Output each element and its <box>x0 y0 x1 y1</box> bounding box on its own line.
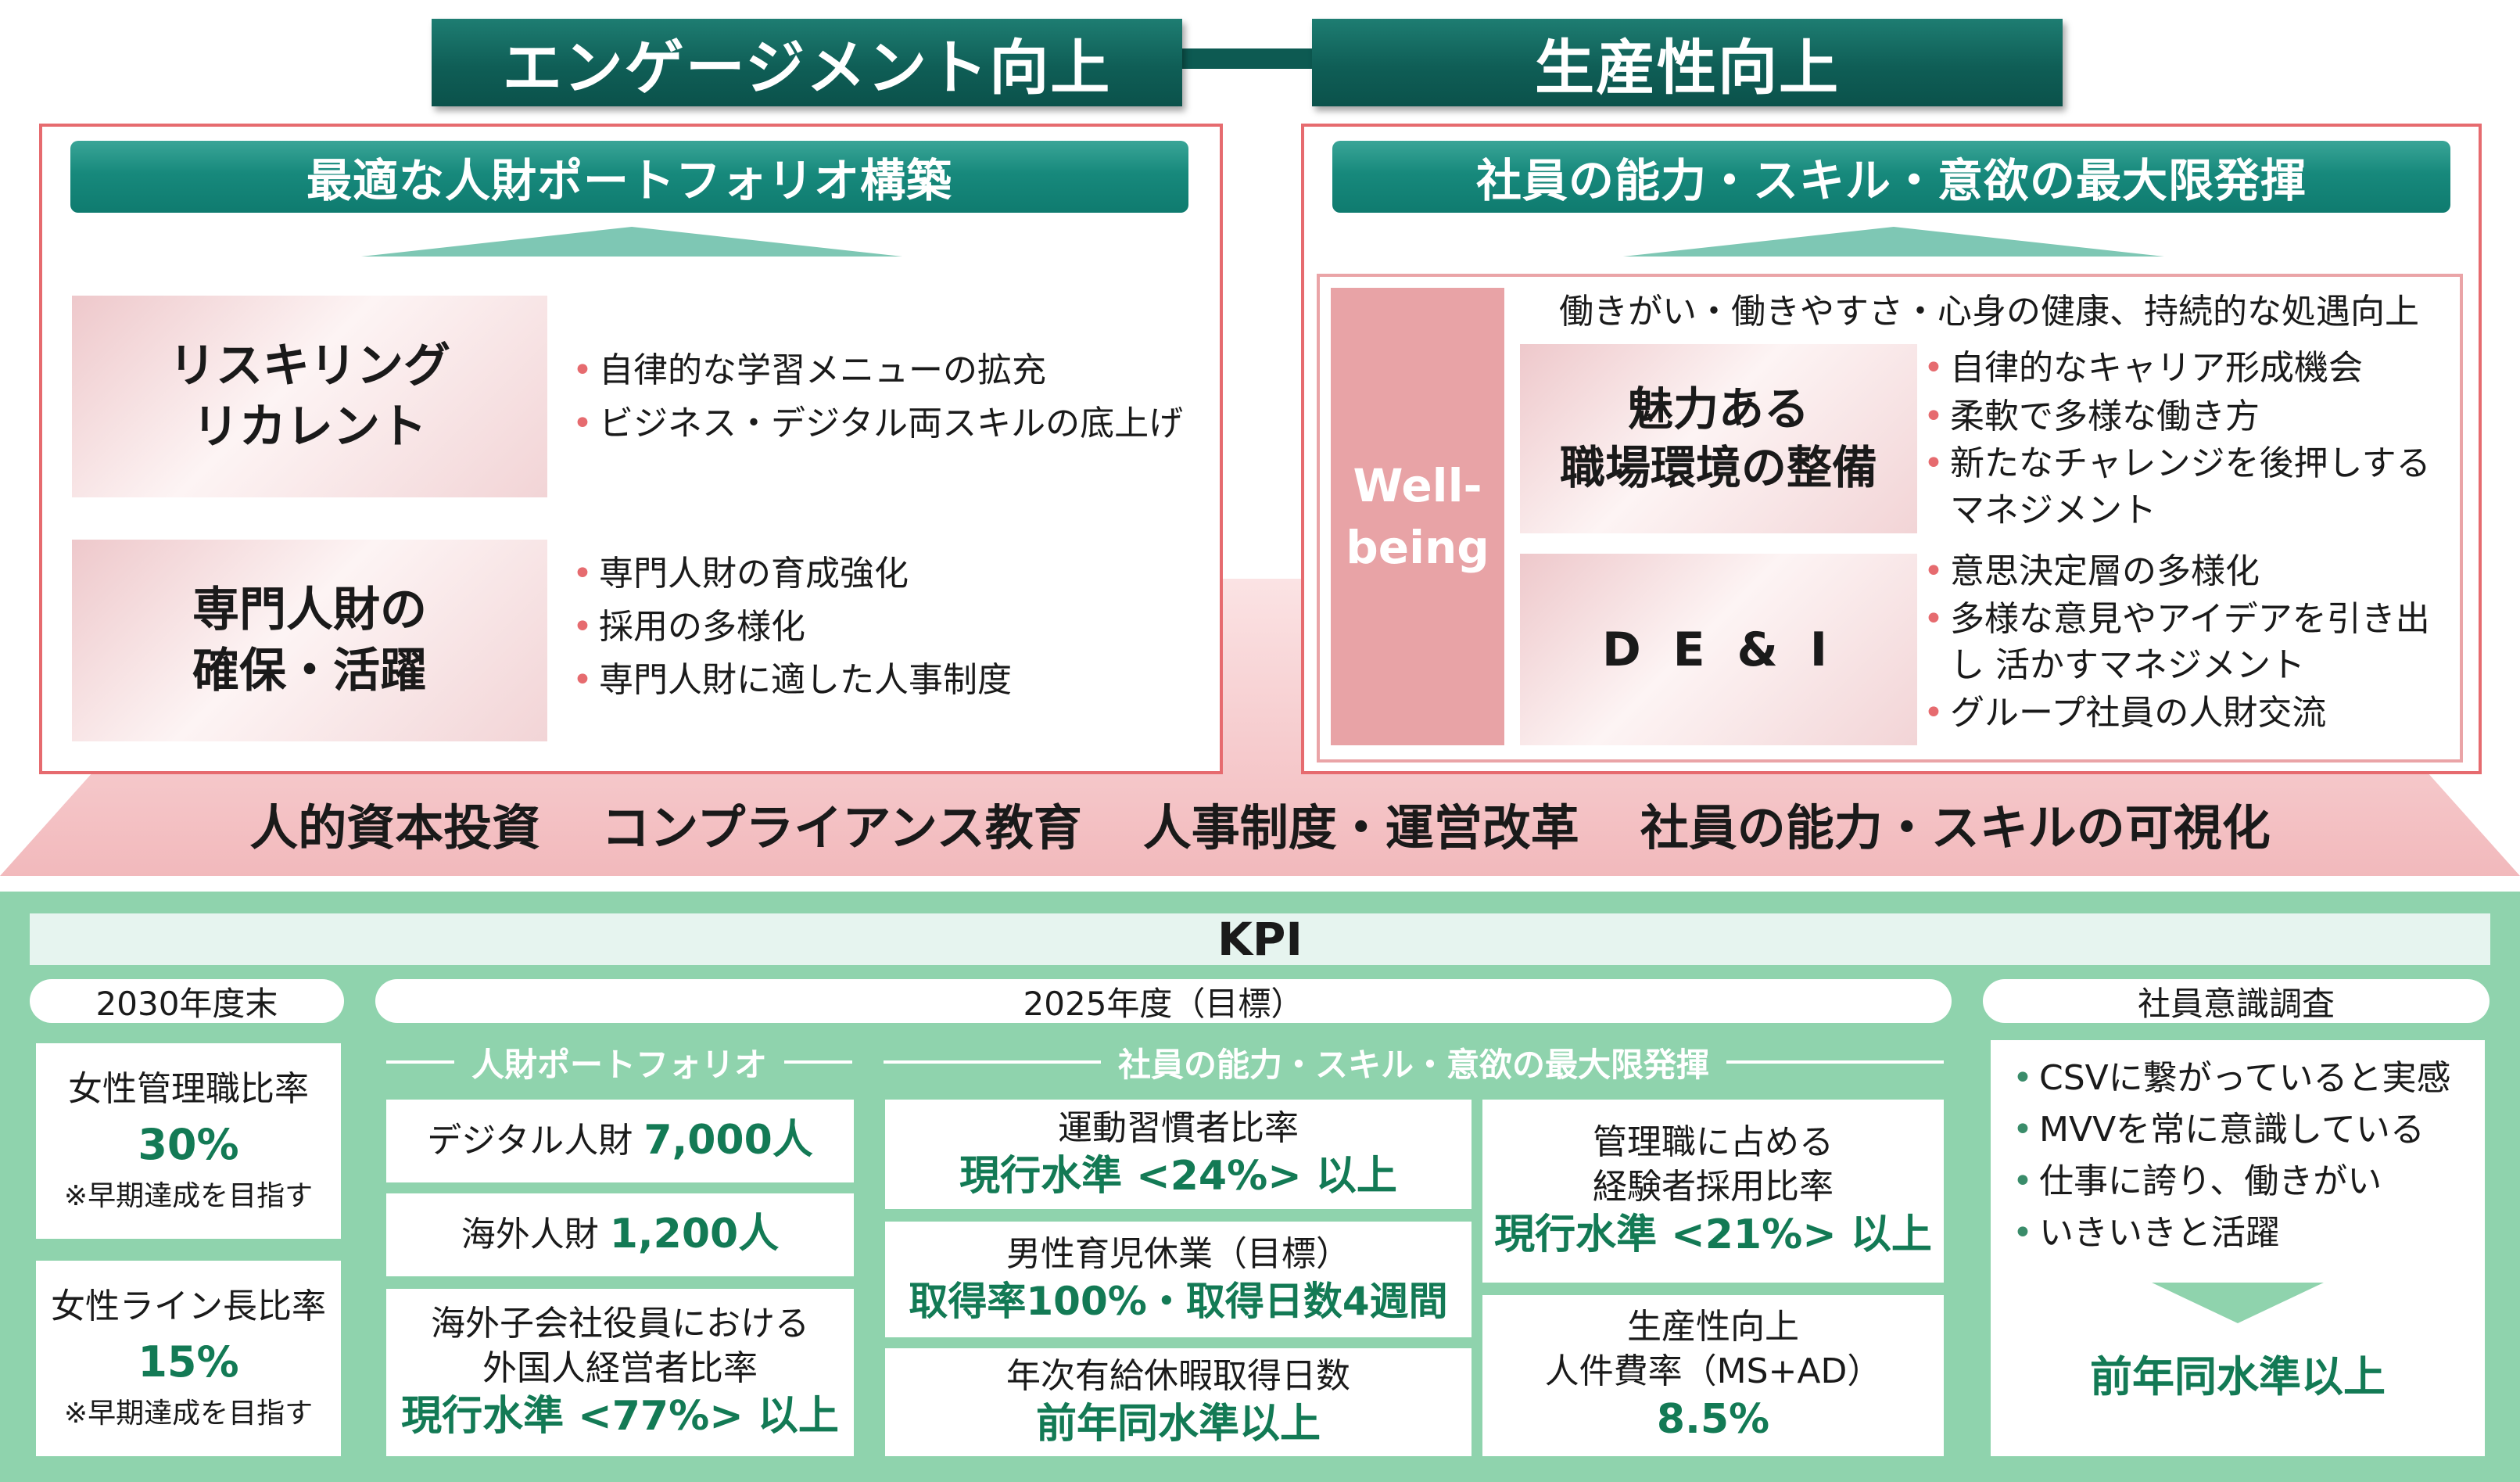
kpi-label: 人件費率（MS+AD） <box>1544 1351 1882 1392</box>
kpi-label: 管理職に占める <box>1593 1122 1834 1163</box>
wellbeing-line1: Well- <box>1353 459 1482 513</box>
kpi-label: 女性管理職比率 <box>68 1068 309 1109</box>
workplace-block: 魅力ある職場環境の整備 <box>1520 344 1917 533</box>
exercise-habit-card: 運動習慣者比率 現行水準 <24%> 以上 <box>885 1100 1471 1209</box>
wellbeing-block: Well-being <box>1331 288 1504 745</box>
divider <box>884 1060 1101 1064</box>
kpi-value: 前年同水準以上 <box>1035 1400 1321 1448</box>
kpi-label: 海外子会社役員における <box>431 1304 809 1344</box>
foundation-item: 人事制度・運営改革 <box>1142 799 1579 856</box>
ability-heading: 社員の能力・スキル・意欲の最大限発揮 <box>884 1040 1945 1084</box>
kpi-note: ※早期達成を目指す <box>63 1398 314 1430</box>
global-talent-card: 海外人財 1,200人 <box>386 1193 854 1276</box>
kpi-title: KPI <box>30 913 2490 966</box>
kpi-value: 7,000人 <box>643 1117 813 1164</box>
kpi-value: 現行水準 <21%> 以上 <box>1494 1211 1932 1259</box>
dei-block: D E & I <box>1520 554 1917 745</box>
foundation-item: 社員の能力・スキルの可視化 <box>1640 799 2271 856</box>
mid-career-hire-card: 管理職に占める 経験者採用比率 現行水準 <21%> 以上 <box>1482 1100 1944 1283</box>
specialist-line1: 専門人財の <box>192 583 427 637</box>
reskilling-line1: リスキリング <box>169 339 450 393</box>
kpi-label: デジタル人財 <box>427 1121 633 1161</box>
paid-leave-card: 年次有給休暇取得日数 前年同水準以上 <box>885 1348 1471 1456</box>
dei-bullets: 意思決定層の多様化 多様な意見やアイデアを引き出し 活かすマネジメント グループ… <box>1923 547 2463 738</box>
list-item: 仕事に誇り、働きがい <box>2013 1156 2482 1207</box>
list-item: 柔軟で多様な働き方 <box>1923 393 2463 441</box>
kpi-value: 現行水準 <24%> 以上 <box>959 1152 1397 1200</box>
reskilling-bullets: 自律的な学習メニューの拡充 ビジネス・デジタル両スキルの底上げ <box>572 344 1213 451</box>
survey-bullets: CSVに繋がっていると実感 MVVを常に意識している 仕事に誇り、働きがい いき… <box>2013 1053 2482 1259</box>
female-manager-card: 女性管理職比率 30% ※早期達成を目指す <box>36 1043 341 1239</box>
kpi-label: 女性ライン長比率 <box>51 1286 326 1326</box>
productivity-header: 生産性向上 <box>1312 19 2063 106</box>
right-panel-title: 社員の能力・スキル・意欲の最大限発揮 <box>1332 141 2450 213</box>
kpi-note: ※早期達成を目指す <box>63 1180 314 1213</box>
portfolio-heading-text: 人財ポートフォリオ <box>471 1045 768 1084</box>
specialist-bullets: 専門人財の育成強化 採用の多様化 専門人財に適した人事制度 <box>572 547 1213 708</box>
list-item: グループ社員の人財交流 <box>1923 688 2463 738</box>
ability-heading-text: 社員の能力・スキル・意欲の最大限発揮 <box>1118 1045 1710 1084</box>
list-item: 自律的な学習メニューの拡充 <box>572 344 1213 397</box>
survey-result: 前年同水準以上 <box>2090 1352 2386 1401</box>
foreign-executive-card: 海外子会社役員における 外国人経営者比率 現行水準 <77%> 以上 <box>386 1289 854 1456</box>
list-item: 採用の多様化 <box>572 601 1213 654</box>
divider <box>386 1060 454 1064</box>
list-item: CSVに繋がっていると実感 <box>2013 1053 2482 1104</box>
wellbeing-header: 働きがい・働きやすさ・心身の健康、持続的な処遇向上 <box>1559 292 2419 332</box>
kpi-label: 男性育児休業（目標） <box>1006 1233 1350 1274</box>
right-inner-frame <box>1317 274 2463 763</box>
list-item: MVVを常に意識している <box>2013 1104 2482 1156</box>
labor-cost-ratio-card: 生産性向上 人件費率（MS+AD） 8.5% <box>1482 1295 1944 1456</box>
kpi-label: 外国人経営者比率 <box>482 1348 758 1389</box>
list-item: 専門人財に適した人事制度 <box>572 654 1213 707</box>
foundation-item: コンプライアンス教育 <box>601 799 1082 856</box>
specialist-block: 専門人財の確保・活躍 <box>72 540 547 741</box>
kpi-label: 運動習慣者比率 <box>1058 1107 1299 1148</box>
digital-talent-card: デジタル人財 7,000人 <box>386 1100 854 1182</box>
divider <box>784 1060 853 1064</box>
kpi-label: 経験者採用比率 <box>1593 1167 1834 1207</box>
reskilling-line2: リカレント <box>192 400 427 454</box>
workplace-line2: 職場環境の整備 <box>1559 441 1877 494</box>
workplace-line1: 魅力ある <box>1627 382 1809 436</box>
list-item: 多様な意見やアイデアを引き出し 活かすマネジメント <box>1923 596 2447 689</box>
list-item: 新たなチャレンジを後押しする マネジメント <box>1923 440 2439 533</box>
list-item: 専門人財の育成強化 <box>572 547 1213 601</box>
list-item: ビジネス・デジタル両スキルの底上げ <box>572 397 1213 450</box>
list-item: いきいきと活躍 <box>2013 1207 2482 1259</box>
dei-label: D E & I <box>1601 622 1836 677</box>
list-item: 自律的なキャリア形成機会 <box>1923 344 2463 393</box>
engagement-header: エンゲージメント向上 <box>432 19 1182 106</box>
paternity-leave-card: 男性育児休業（目標） 取得率100%・取得日数4週間 <box>885 1222 1471 1337</box>
kpi-label: 生産性向上 <box>1627 1307 1799 1347</box>
kpi-value: 15% <box>138 1337 239 1387</box>
reskilling-block: リスキリングリカレント <box>72 296 547 497</box>
survey-down-arrow <box>2152 1283 2324 1323</box>
portfolio-heading: 人財ポートフォリオ <box>386 1040 853 1084</box>
kpi-value: 取得率100%・取得日数4週間 <box>909 1279 1448 1325</box>
col2030-header: 2030年度末 <box>30 979 344 1023</box>
foundation-row: 人的資本投資 コンプライアンス教育 人事制度・運営改革 社員の能力・スキルの可視… <box>0 788 2520 859</box>
left-panel-title: 最適な人財ポートフォリオ構築 <box>70 141 1188 213</box>
col2025-header: 2025年度（目標） <box>375 979 1952 1023</box>
kpi-label: 海外人財 <box>461 1215 599 1255</box>
kpi-label: 年次有給休暇取得日数 <box>1006 1355 1350 1396</box>
wellbeing-line2: being <box>1346 520 1489 574</box>
kpi-value: 1,200人 <box>609 1211 780 1258</box>
kpi-value: 現行水準 <77%> 以上 <box>401 1393 839 1441</box>
female-line-leader-card: 女性ライン長比率 15% ※早期達成を目指す <box>36 1261 341 1456</box>
survey-header: 社員意識調査 <box>1983 979 2490 1023</box>
right-up-arrow <box>1623 227 2164 257</box>
divider <box>1726 1060 1945 1064</box>
list-item: 意思決定層の多様化 <box>1923 547 2463 596</box>
kpi-value: 8.5% <box>1656 1396 1770 1444</box>
foundation-item: 人的資本投資 <box>249 799 541 856</box>
header-connector <box>1173 48 1321 69</box>
specialist-line2: 確保・活躍 <box>192 644 427 698</box>
left-up-arrow <box>361 227 902 257</box>
kpi-value: 30% <box>138 1120 239 1170</box>
workplace-bullets: 自律的なキャリア形成機会 柔軟で多様な働き方 新たなチャレンジを後押しする マネ… <box>1923 344 2463 533</box>
